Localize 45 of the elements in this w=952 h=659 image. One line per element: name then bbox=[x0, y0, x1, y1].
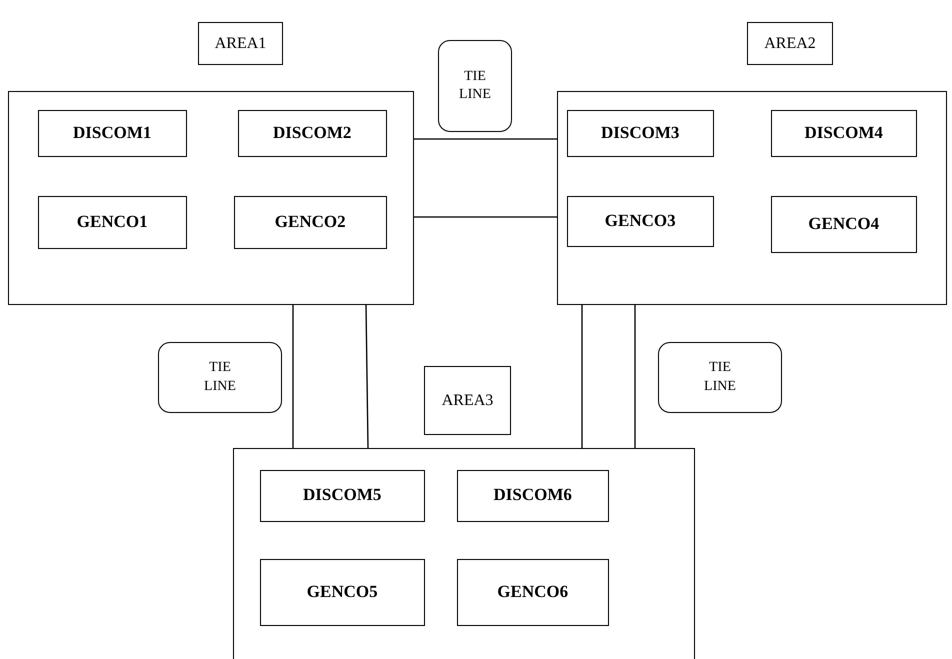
unit-name: GENCO4 bbox=[808, 214, 880, 234]
tie-line-text: TIE LINE bbox=[458, 68, 492, 104]
unit-name: GENCO2 bbox=[274, 212, 346, 232]
unit-name: DISCOM6 bbox=[493, 485, 572, 506]
unit-box bbox=[260, 558, 425, 626]
tie-line-label-box bbox=[658, 342, 782, 413]
tie-line bbox=[414, 216, 557, 218]
tie-line-label-box bbox=[438, 40, 512, 132]
area-label-box bbox=[198, 22, 283, 65]
unit-name: GENCO1 bbox=[76, 212, 148, 232]
tie-line bbox=[414, 138, 557, 140]
unit-box bbox=[566, 196, 714, 247]
unit-box bbox=[38, 110, 187, 157]
unit-box bbox=[38, 196, 187, 249]
area-name: AREA2 bbox=[764, 34, 816, 54]
unit-box bbox=[770, 110, 917, 157]
unit-name: DISCOM2 bbox=[272, 122, 352, 144]
unit-box bbox=[234, 196, 387, 249]
area-label-box bbox=[424, 366, 511, 435]
tie-line bbox=[292, 305, 294, 448]
tie-line-label-box bbox=[158, 342, 282, 413]
unit-name: DISCOM4 bbox=[804, 122, 883, 144]
unit-name: DISCOM1 bbox=[72, 122, 152, 144]
unit-box bbox=[238, 110, 387, 157]
unit-name: DISCOM5 bbox=[302, 485, 382, 506]
unit-box bbox=[456, 470, 609, 522]
tie-line bbox=[581, 305, 583, 448]
unit-box bbox=[566, 110, 714, 157]
unit-name: DISCOM3 bbox=[600, 122, 680, 144]
tie-line-text: TIE LINE bbox=[703, 359, 737, 396]
tie-line bbox=[365, 305, 369, 448]
unit-name: GENCO3 bbox=[604, 210, 676, 232]
area-box bbox=[8, 91, 414, 305]
unit-name: GENCO6 bbox=[497, 582, 568, 602]
area-name: AREA1 bbox=[214, 34, 266, 54]
area-name: AREA3 bbox=[442, 390, 494, 410]
unit-box bbox=[260, 470, 425, 522]
area-label-box bbox=[747, 22, 833, 65]
area-box bbox=[233, 448, 695, 659]
unit-box bbox=[456, 558, 609, 626]
unit-box bbox=[770, 196, 917, 253]
tie-line bbox=[634, 305, 636, 448]
tie-line-text: TIE LINE bbox=[203, 359, 237, 396]
unit-name: GENCO5 bbox=[306, 582, 378, 602]
area-box bbox=[557, 91, 947, 305]
